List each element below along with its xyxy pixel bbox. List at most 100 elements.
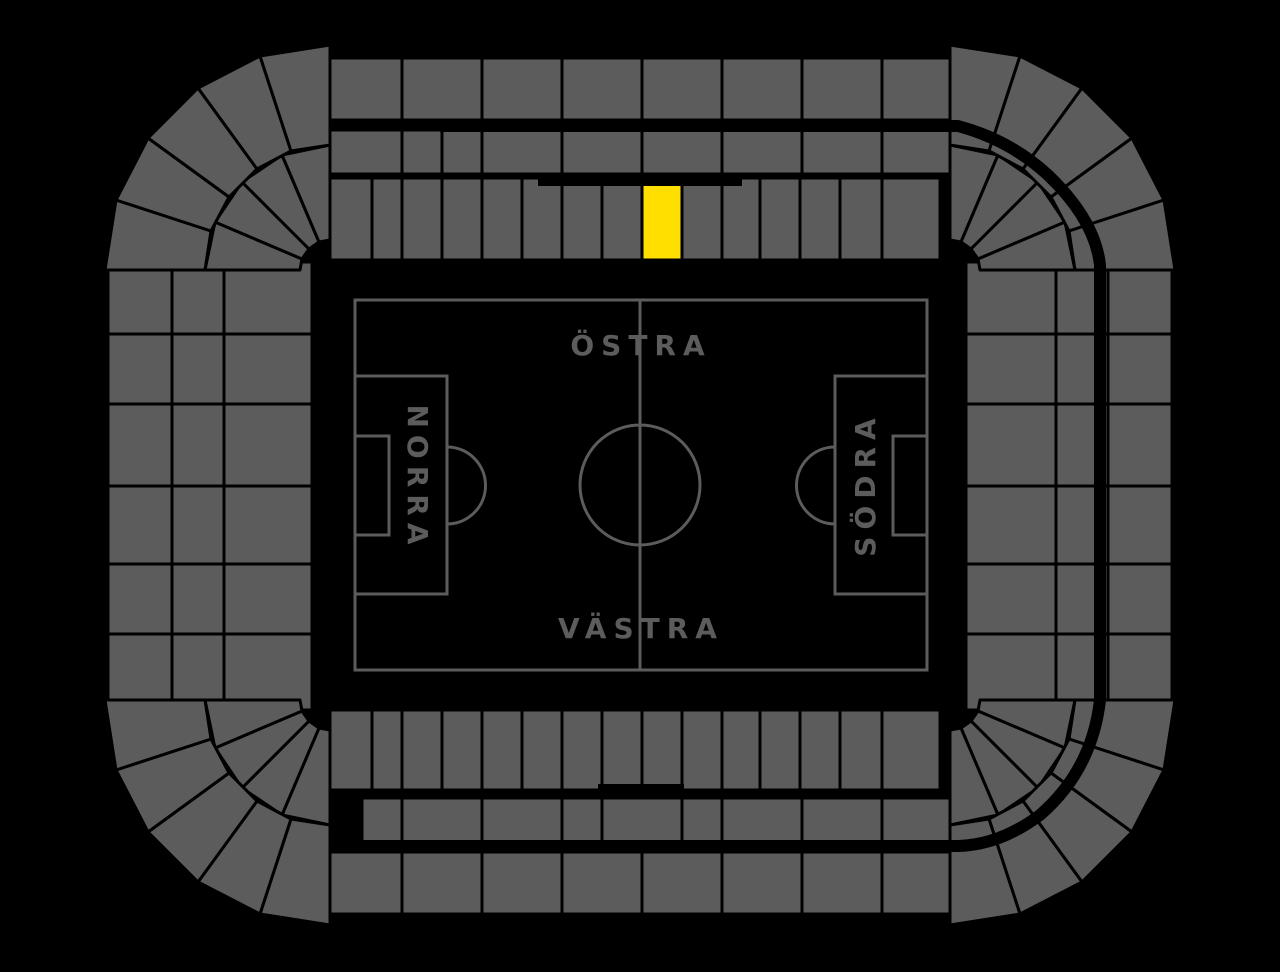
west-middle-section-1[interactable]: [360, 796, 404, 844]
west-upper-section-4[interactable]: [560, 850, 644, 916]
centre-circle: [578, 423, 702, 547]
west-upper-section-3[interactable]: [480, 850, 564, 916]
east-upper-section-3[interactable]: [480, 56, 564, 122]
west-lower-section-13[interactable]: [798, 708, 842, 792]
west-lower-section-11[interactable]: [720, 708, 762, 792]
pitch: ÖSTRA VÄSTRA NORRA SÖDRA: [353, 298, 929, 672]
west-middle-section-5[interactable]: [600, 796, 684, 844]
north-section-c1-r3[interactable]: [106, 402, 174, 488]
corner-ne-outer-5[interactable]: [258, 43, 332, 153]
north-section-c3-r4[interactable]: [222, 484, 314, 566]
east-middle-section-6[interactable]: [640, 128, 724, 176]
east-lower-section-13[interactable]: [798, 176, 842, 262]
east-middle-section-8[interactable]: [800, 128, 884, 176]
north-section-c2-r5[interactable]: [170, 562, 226, 636]
east-middle-section-3[interactable]: [440, 128, 484, 176]
west-lower-section-2[interactable]: [370, 708, 404, 792]
east-lower-section-8[interactable]: [600, 176, 644, 262]
east-lower-section-1[interactable]: [328, 176, 374, 262]
west-middle-section-8[interactable]: [800, 796, 884, 844]
west-lower-section-3[interactable]: [400, 708, 444, 792]
east-lower-section-9[interactable]: [640, 176, 684, 262]
north-section-c2-r1[interactable]: [170, 260, 226, 336]
south-section-c3-r1[interactable]: [1106, 260, 1174, 336]
north-section-c3-r2[interactable]: [222, 332, 314, 406]
west-lower-section-6[interactable]: [520, 708, 564, 792]
east-upper-section-4[interactable]: [560, 56, 644, 122]
south-section-c1-r3[interactable]: [964, 402, 1058, 488]
south-section-c3-r2[interactable]: [1106, 332, 1174, 406]
east-lower-section-7[interactable]: [560, 176, 604, 262]
south-section-c1-r5[interactable]: [964, 562, 1058, 636]
west-lower-section-9[interactable]: [640, 708, 684, 792]
east-middle-section-4[interactable]: [480, 128, 564, 176]
north-section-c1-r5[interactable]: [106, 562, 174, 636]
north-goal-area: [353, 434, 391, 537]
north-section-c2-r4[interactable]: [170, 484, 226, 566]
west-upper-section-6[interactable]: [720, 850, 804, 916]
east-middle-section-9[interactable]: [880, 128, 957, 176]
east-lower-section-14[interactable]: [838, 176, 884, 262]
south-goal-area: [891, 434, 929, 537]
south-section-c3-r5[interactable]: [1106, 562, 1174, 636]
east-middle-section-5[interactable]: [560, 128, 644, 176]
west-lower-section-10[interactable]: [680, 708, 724, 792]
north-section-c3-r1[interactable]: [222, 260, 314, 336]
east-lower-section-11[interactable]: [720, 176, 762, 262]
north-section-c3-r5[interactable]: [222, 562, 314, 636]
south-section-c1-r1[interactable]: [964, 260, 1058, 336]
west-lower-section-15[interactable]: [880, 708, 942, 792]
east-lower-section-10[interactable]: [680, 176, 724, 262]
west-lower-section-14[interactable]: [838, 708, 884, 792]
south-section-c3-r3[interactable]: [1106, 402, 1174, 488]
north-section-c1-r4[interactable]: [106, 484, 174, 566]
west-lower-section-12[interactable]: [758, 708, 802, 792]
east-lower-section-6[interactable]: [520, 176, 564, 262]
north-section-c1-r1[interactable]: [106, 260, 174, 336]
north-section-c3-r3[interactable]: [222, 402, 314, 488]
east-lower-section-4[interactable]: [440, 176, 484, 262]
north-section-c2-r3[interactable]: [170, 402, 226, 488]
concourse-walkways: [362, 120, 1106, 852]
west-middle-section-3[interactable]: [480, 796, 564, 844]
north-section-c1-r2[interactable]: [106, 332, 174, 406]
east-lower-section-5[interactable]: [480, 176, 524, 262]
west-middle-section-4[interactable]: [560, 796, 604, 844]
west-lower-section-8[interactable]: [600, 708, 644, 792]
stand-label-west: VÄSTRA: [558, 611, 724, 645]
west-lower-section-4[interactable]: [440, 708, 484, 792]
west-middle-section-7[interactable]: [720, 796, 804, 844]
west-lower-section-1[interactable]: [328, 708, 374, 792]
south-section-c1-r4[interactable]: [964, 484, 1058, 566]
west-upper-section-7[interactable]: [800, 850, 884, 916]
west-lower-section-5[interactable]: [480, 708, 524, 792]
stand-label-north: NORRA: [401, 404, 434, 551]
east-middle-section-7[interactable]: [720, 128, 804, 176]
north-section-c3-r6[interactable]: [222, 632, 314, 712]
west-lower-section-7[interactable]: [560, 708, 604, 792]
stand-label-south: SÖDRA: [848, 411, 882, 556]
east-upper-section-7[interactable]: [800, 56, 884, 122]
east-lower-section-2[interactable]: [370, 176, 404, 262]
north-section-c2-r2[interactable]: [170, 332, 226, 406]
south-penalty-arc: [795, 445, 836, 526]
east-upper-section-2[interactable]: [400, 56, 484, 122]
east-middle-section-2[interactable]: [400, 128, 444, 176]
west-middle-section-2[interactable]: [400, 796, 484, 844]
east-lower-section-3[interactable]: [400, 176, 444, 262]
west-upper-section-2[interactable]: [400, 850, 484, 916]
south-section-c3-r4[interactable]: [1106, 484, 1174, 566]
corner-nw-outer-5[interactable]: [103, 698, 213, 772]
east-lower-section-12[interactable]: [758, 176, 802, 262]
east-lower-section-15[interactable]: [880, 176, 942, 262]
seating-sections: [103, 43, 1177, 927]
west-middle-section-6[interactable]: [680, 796, 724, 844]
west-upper-section-5[interactable]: [640, 850, 724, 916]
east-upper-section-6[interactable]: [720, 56, 804, 122]
north-penalty-arc: [446, 445, 487, 526]
south-section-c1-r2[interactable]: [964, 332, 1058, 406]
east-middle-section-1[interactable]: [320, 128, 404, 176]
west-middle-section-9[interactable]: [880, 796, 957, 844]
east-upper-section-5[interactable]: [640, 56, 724, 122]
